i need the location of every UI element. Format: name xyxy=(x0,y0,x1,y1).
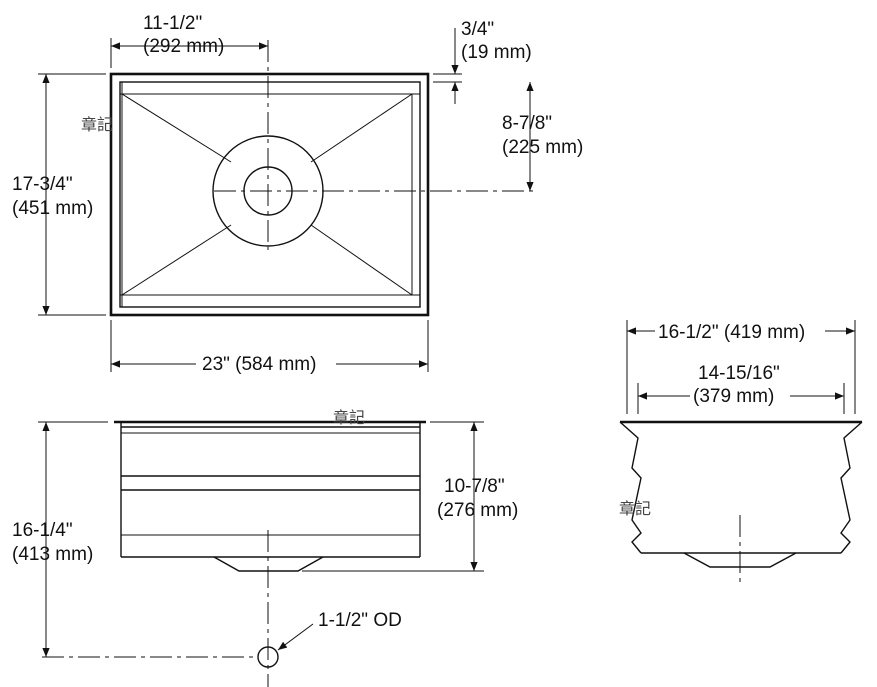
sink-outer-rim xyxy=(109,72,430,317)
dim-rim-mm: (19 mm) xyxy=(461,42,532,63)
front-view: 1-1/2" OD 16-1/4" (413 mm) 10-7/8" (276 … xyxy=(12,420,518,687)
dim-bowl-depth-mm: (276 mm) xyxy=(437,500,518,521)
dim-height: 16-1/4" xyxy=(12,520,73,541)
dim-bowl-depth: 10-7/8" xyxy=(444,476,505,497)
sink-inner-rim xyxy=(119,81,421,308)
side-left-profile xyxy=(619,421,642,554)
slope-line xyxy=(121,224,232,296)
leader-outlet xyxy=(277,623,314,651)
dim-outer-width: 16-1/2" (419 mm) xyxy=(658,322,805,343)
slope-line xyxy=(121,93,232,163)
top-view: 11-1/2" (292 mm) 3/4" (19 mm) 8-7/8" (22… xyxy=(12,13,583,375)
slope-line xyxy=(310,224,413,296)
dim-height-mm: (413 mm) xyxy=(12,544,93,565)
dim-drain-depth-mm: (225 mm) xyxy=(502,137,583,158)
dim-rim: 3/4" xyxy=(461,19,494,40)
dim-drain-width-mm: (292 mm) xyxy=(143,36,224,57)
dim-outlet: 1-1/2" OD xyxy=(318,610,402,631)
dim-drain-width: 11-1/2" xyxy=(143,13,202,34)
watermark-text: 章記 xyxy=(619,499,651,518)
dim-inner-width-mm: (379 mm) xyxy=(693,386,774,407)
watermark-text: 章記 xyxy=(81,115,113,134)
watermark-text: 章記 xyxy=(333,408,365,427)
dim-width: 23" (584 mm) xyxy=(202,354,316,375)
dim-inner-width: 14-15/16" xyxy=(698,363,780,384)
dim-drain-depth: 8-7/8" xyxy=(502,113,552,134)
slope-line xyxy=(310,93,413,163)
side-view: 16-1/2" (419 mm) 14-15/16" (379 mm) xyxy=(619,318,863,585)
outlet-circle xyxy=(257,646,279,668)
dim-depth: 17-3/4" xyxy=(12,174,73,195)
dim-depth-mm: (451 mm) xyxy=(12,198,93,219)
side-right-profile xyxy=(840,421,863,554)
